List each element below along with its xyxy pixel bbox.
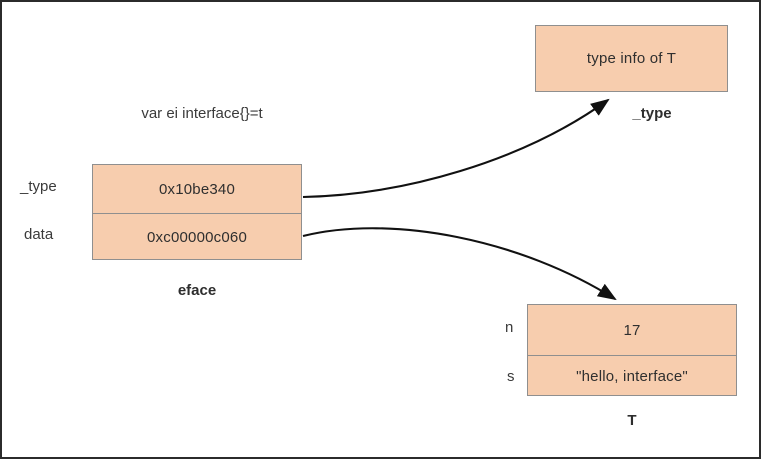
type-info-caption: _type [632,105,672,122]
eface-struct-box: 0x10be340 0xc00000c060 [92,164,302,260]
type-pointer-arrow [302,98,610,199]
eface-caption: eface [177,282,217,299]
eface-data-row-label: data [24,226,54,243]
concrete-type-s-row-value: "hello, interface" [528,355,736,397]
concrete-type-n-row-value: 17 [623,321,641,339]
type-info-box: type info of T [535,25,728,92]
data-pointer-arrow [302,227,617,301]
concrete-type-s-row-label: s [507,368,515,385]
eface-data-row-value: 0xc00000c060 [93,213,301,261]
concrete-type-n-row-label: n [505,319,514,336]
eface-type-row-value: 0x10be340 [158,180,236,198]
eface-declaration-annotation: var ei interface{}=t [141,105,263,122]
concrete-type-caption: T [627,412,637,429]
type-info-value: type info of T [586,50,677,67]
concrete-type-box: 17 "hello, interface" [527,304,737,396]
eface-type-row-label: _type [20,178,57,195]
